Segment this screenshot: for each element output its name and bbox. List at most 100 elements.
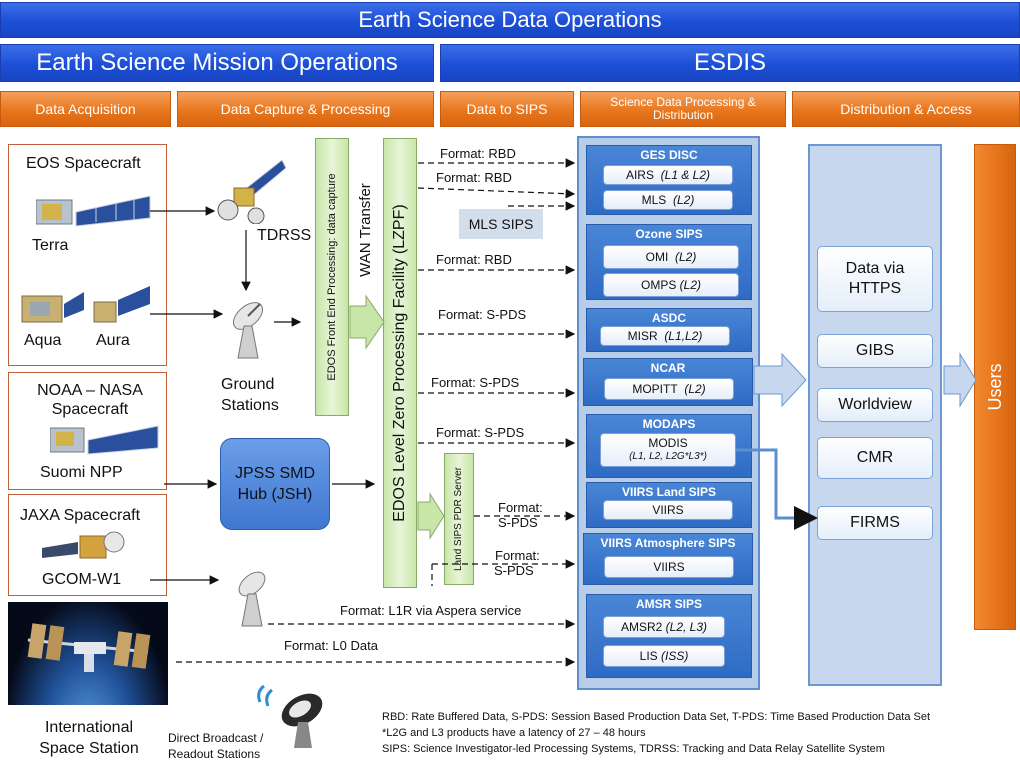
tdrss-satellite-icon: [217, 160, 286, 224]
format-spds-ncar: Format: S-PDS: [431, 375, 520, 390]
product-misr: MISR (L1,L2): [600, 326, 730, 346]
users-column: [974, 144, 1016, 630]
format-spds-viirs-atmos: Format:S-PDS: [494, 548, 540, 578]
aqua-label: Aqua: [24, 332, 62, 349]
product-lis: LIS (ISS): [603, 645, 725, 667]
product-level: (L2): [673, 192, 695, 207]
footnote-abbreviations: RBD: Rate Buffered Data, S-PDS: Session …: [382, 711, 931, 723]
format-value: S-PDS: [494, 563, 534, 578]
format-label: Format:: [498, 500, 543, 515]
terra-satellite-icon: [36, 195, 151, 227]
center-title: AMSR SIPS: [635, 597, 702, 611]
product-label: MISR: [627, 328, 658, 343]
terra-label: Terra: [32, 237, 69, 254]
arrow-distribution-to-users: [943, 352, 977, 408]
center-title: Ozone SIPS: [635, 227, 703, 241]
center-title: VIIRS Land SIPS: [621, 485, 717, 499]
direct-broadcast-label: Direct Broadcast / Readout Stations: [168, 731, 264, 761]
product-level: (L2): [684, 381, 706, 396]
product-label: VIIRS: [652, 502, 684, 517]
ground-station-dish-icon: [232, 302, 264, 359]
aura-satellite-icon: [93, 286, 150, 323]
cmr: CMR: [817, 437, 933, 479]
center-title: NCAR: [650, 361, 686, 375]
product-amsr2: AMSR2 (L2, L3): [603, 616, 725, 638]
gcom-w1-satellite-icon: [42, 531, 125, 559]
format-rbd-mls: Format: RBD: [436, 170, 512, 185]
footnote-latency: *L2G and L3 products have a latency of 2…: [382, 727, 646, 739]
product-level: (ISS): [661, 648, 689, 663]
product-level: (L1 & L2): [660, 167, 711, 182]
format-value: S-PDS: [498, 515, 538, 530]
eos-spacecraft-label: EOS Spacecraft: [26, 155, 141, 172]
product-omi: OMI (L2): [603, 245, 739, 269]
format-spds-modaps: Format: S-PDS: [436, 425, 525, 440]
product-airs: AIRS (L1 & L2): [603, 165, 733, 185]
noaa-nasa-spacecraft-label: NOAA – NASA Spacecraft: [37, 382, 143, 418]
product-level: (L2): [675, 249, 697, 264]
product-mopitt: MOPITT (L2): [604, 378, 734, 400]
product-label: VIIRS: [653, 559, 685, 574]
product-label: AMSR2: [620, 619, 663, 634]
format-spds-viirs-land: Format:S-PDS: [498, 500, 543, 530]
mission-operations-header: Earth Science Mission Operations: [0, 44, 434, 82]
jaxa-spacecraft-label: JAXA Spacecraft: [20, 507, 141, 524]
format-l0: Format: L0 Data: [284, 638, 378, 653]
center-title: VIIRS Atmosphere SIPS: [600, 536, 736, 550]
page-title: Earth Science Data Operations: [0, 2, 1020, 38]
product-level: (L2): [679, 277, 702, 292]
tdrss-label: TDRSS: [257, 227, 312, 244]
format-spds-asdc: Format: S-PDS: [438, 307, 527, 322]
jpss-smd-hub: JPSS SMD Hub (JSH): [220, 438, 330, 530]
product-label: AIRS: [625, 167, 654, 182]
product-viirs-atmosphere: VIIRS: [604, 556, 734, 578]
phase-data-acquisition: Data Acquisition: [0, 91, 171, 127]
direct-broadcast-dish-icon: [257, 684, 323, 748]
phase-distribution-access: Distribution & Access: [792, 91, 1020, 127]
aqua-satellite-icon: [21, 292, 84, 323]
format-label: Format:: [495, 548, 540, 563]
product-label: MOPITT: [632, 381, 678, 396]
arrow-sdp-to-distribution: [753, 352, 807, 408]
product-level: (L1, L2, L2G*L3*): [629, 451, 707, 462]
center-title: GES DISC: [640, 148, 698, 162]
ground-stations-label: Ground Stations: [221, 376, 279, 414]
product-omps: OMPS (L2): [603, 273, 739, 297]
format-rbd-airs: Format: RBD: [440, 146, 516, 161]
format-l1r: Format: L1R via Aspera service: [340, 603, 522, 618]
wan-arrow-1: [349, 294, 385, 350]
product-mls: MLS (L2): [603, 190, 733, 210]
product-viirs-land: VIIRS: [603, 500, 733, 520]
edos-front-end-column: [315, 138, 349, 416]
product-modis: MODIS (L1, L2, L2G*L3*): [600, 433, 736, 467]
iss-station-icon: [27, 623, 151, 672]
data-via-https: Data via HTTPS: [817, 246, 933, 312]
suomi-npp-satellite-icon: [50, 425, 159, 455]
lzpf-to-pdr-arrow: [417, 492, 445, 540]
gibs: GIBS: [817, 334, 933, 368]
product-label: LIS: [639, 648, 658, 663]
eos-spacecraft-box: [8, 144, 167, 366]
land-sips-pdr-column: [444, 453, 474, 585]
iss-image: [8, 602, 168, 705]
lzpf-column: [383, 138, 417, 588]
mls-sips-box: MLS SIPS: [459, 209, 543, 239]
arrow-modis-firms: [736, 448, 818, 530]
format-rbd-ozone: Format: RBD: [436, 252, 512, 267]
product-label: MODIS: [648, 436, 688, 450]
center-title: ASDC: [651, 311, 686, 325]
aura-label: Aura: [96, 332, 130, 349]
phase-data-to-sips: Data to SIPS: [440, 91, 574, 127]
product-level: (L2, L3): [665, 619, 708, 634]
gcom-ground-dish-icon: [238, 571, 266, 627]
suomi-npp-label: Suomi NPP: [40, 464, 123, 481]
center-title: MODAPS: [642, 417, 696, 431]
firms: FIRMS: [817, 506, 933, 540]
phase-science-data-processing: Science Data Processing & Distribution: [580, 91, 786, 127]
iss-label: International Space Station: [39, 719, 139, 757]
gcom-w1-label: GCOM-W1: [42, 571, 122, 588]
product-label: OMPS: [640, 277, 677, 292]
product-label: OMI: [645, 249, 669, 264]
arrow-rbd-mls: [417, 187, 576, 199]
